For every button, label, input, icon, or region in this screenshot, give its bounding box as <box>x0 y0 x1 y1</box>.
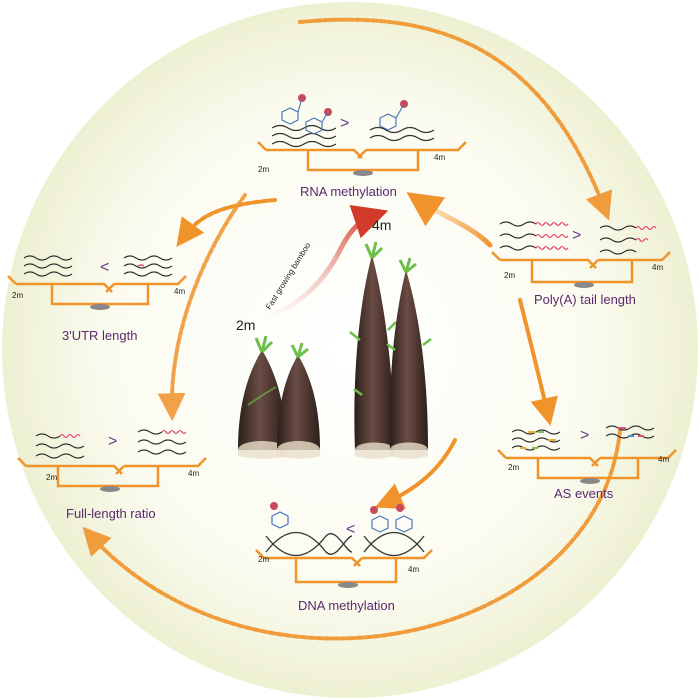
polya-compare-sign: > <box>572 227 581 244</box>
inner-arrows <box>374 192 558 510</box>
rna-left-tag: 2m <box>258 165 269 174</box>
utr-left-tag: 2m <box>12 291 23 300</box>
panel-3utr: < 2m 4m 3'UTR length <box>7 255 187 343</box>
arrow-to-dna <box>374 438 457 510</box>
outer-arrow-bottom <box>82 428 622 641</box>
panel-rna-methylation: > 2m 4m RNA methylation <box>257 94 467 199</box>
as-compare-sign: > <box>580 427 589 444</box>
full-compare-sign: > <box>108 433 117 450</box>
panel-poly-a: > 2m 4m Poly(A) tail length <box>491 221 671 307</box>
rna-title: RNA methylation <box>300 184 397 199</box>
tall-shoot-1 <box>349 241 397 459</box>
as-left-tag: 2m <box>508 463 519 472</box>
bamboo-start-label: 2m <box>236 317 255 333</box>
as-right-tag: 4m <box>658 455 669 464</box>
dna-title: DNA methylation <box>298 598 395 613</box>
dna-left-tag: 2m <box>258 555 269 564</box>
polya-title: Poly(A) tail length <box>534 292 636 307</box>
outer-arrow-topleft <box>176 198 277 248</box>
outer-arrow-top <box>298 17 613 221</box>
bamboo-end-label: 4m <box>372 217 391 233</box>
utr-compare-sign: < <box>100 259 109 276</box>
polya-right-tag: 4m <box>652 263 663 272</box>
panel-dna-methylation: < 2m 4m DNA methylation <box>255 502 433 613</box>
full-left-tag: 2m <box>46 473 57 482</box>
panel-as-events: > 2m 4m AS events <box>497 425 677 501</box>
panel-full-length: > 2m 4m Full-length ratio <box>17 429 207 521</box>
tall-shoot-2 <box>386 257 432 459</box>
arrow-to-as <box>518 298 558 426</box>
utr-right-tag: 4m <box>174 287 185 296</box>
rna-right-tag: 4m <box>434 153 445 162</box>
arrow-to-rna <box>406 192 493 248</box>
short-shoot-1 <box>238 335 286 459</box>
bamboo-growth-group: 2m 4m Fast growing bamboo <box>236 205 432 459</box>
full-title: Full-length ratio <box>66 506 156 521</box>
outer-arrow-left <box>157 193 247 422</box>
as-title: AS events <box>554 486 614 501</box>
full-right-tag: 4m <box>188 469 199 478</box>
dna-compare-sign: < <box>346 521 355 538</box>
outer-cycle-arrows <box>82 17 622 641</box>
short-shoot-2 <box>277 342 320 459</box>
growth-arrow <box>259 205 389 323</box>
polya-left-tag: 2m <box>504 271 515 280</box>
rna-right-dish <box>357 141 467 159</box>
rna-compare-sign: > <box>340 115 349 132</box>
utr-title: 3'UTR length <box>62 328 137 343</box>
dna-right-tag: 4m <box>408 565 419 574</box>
